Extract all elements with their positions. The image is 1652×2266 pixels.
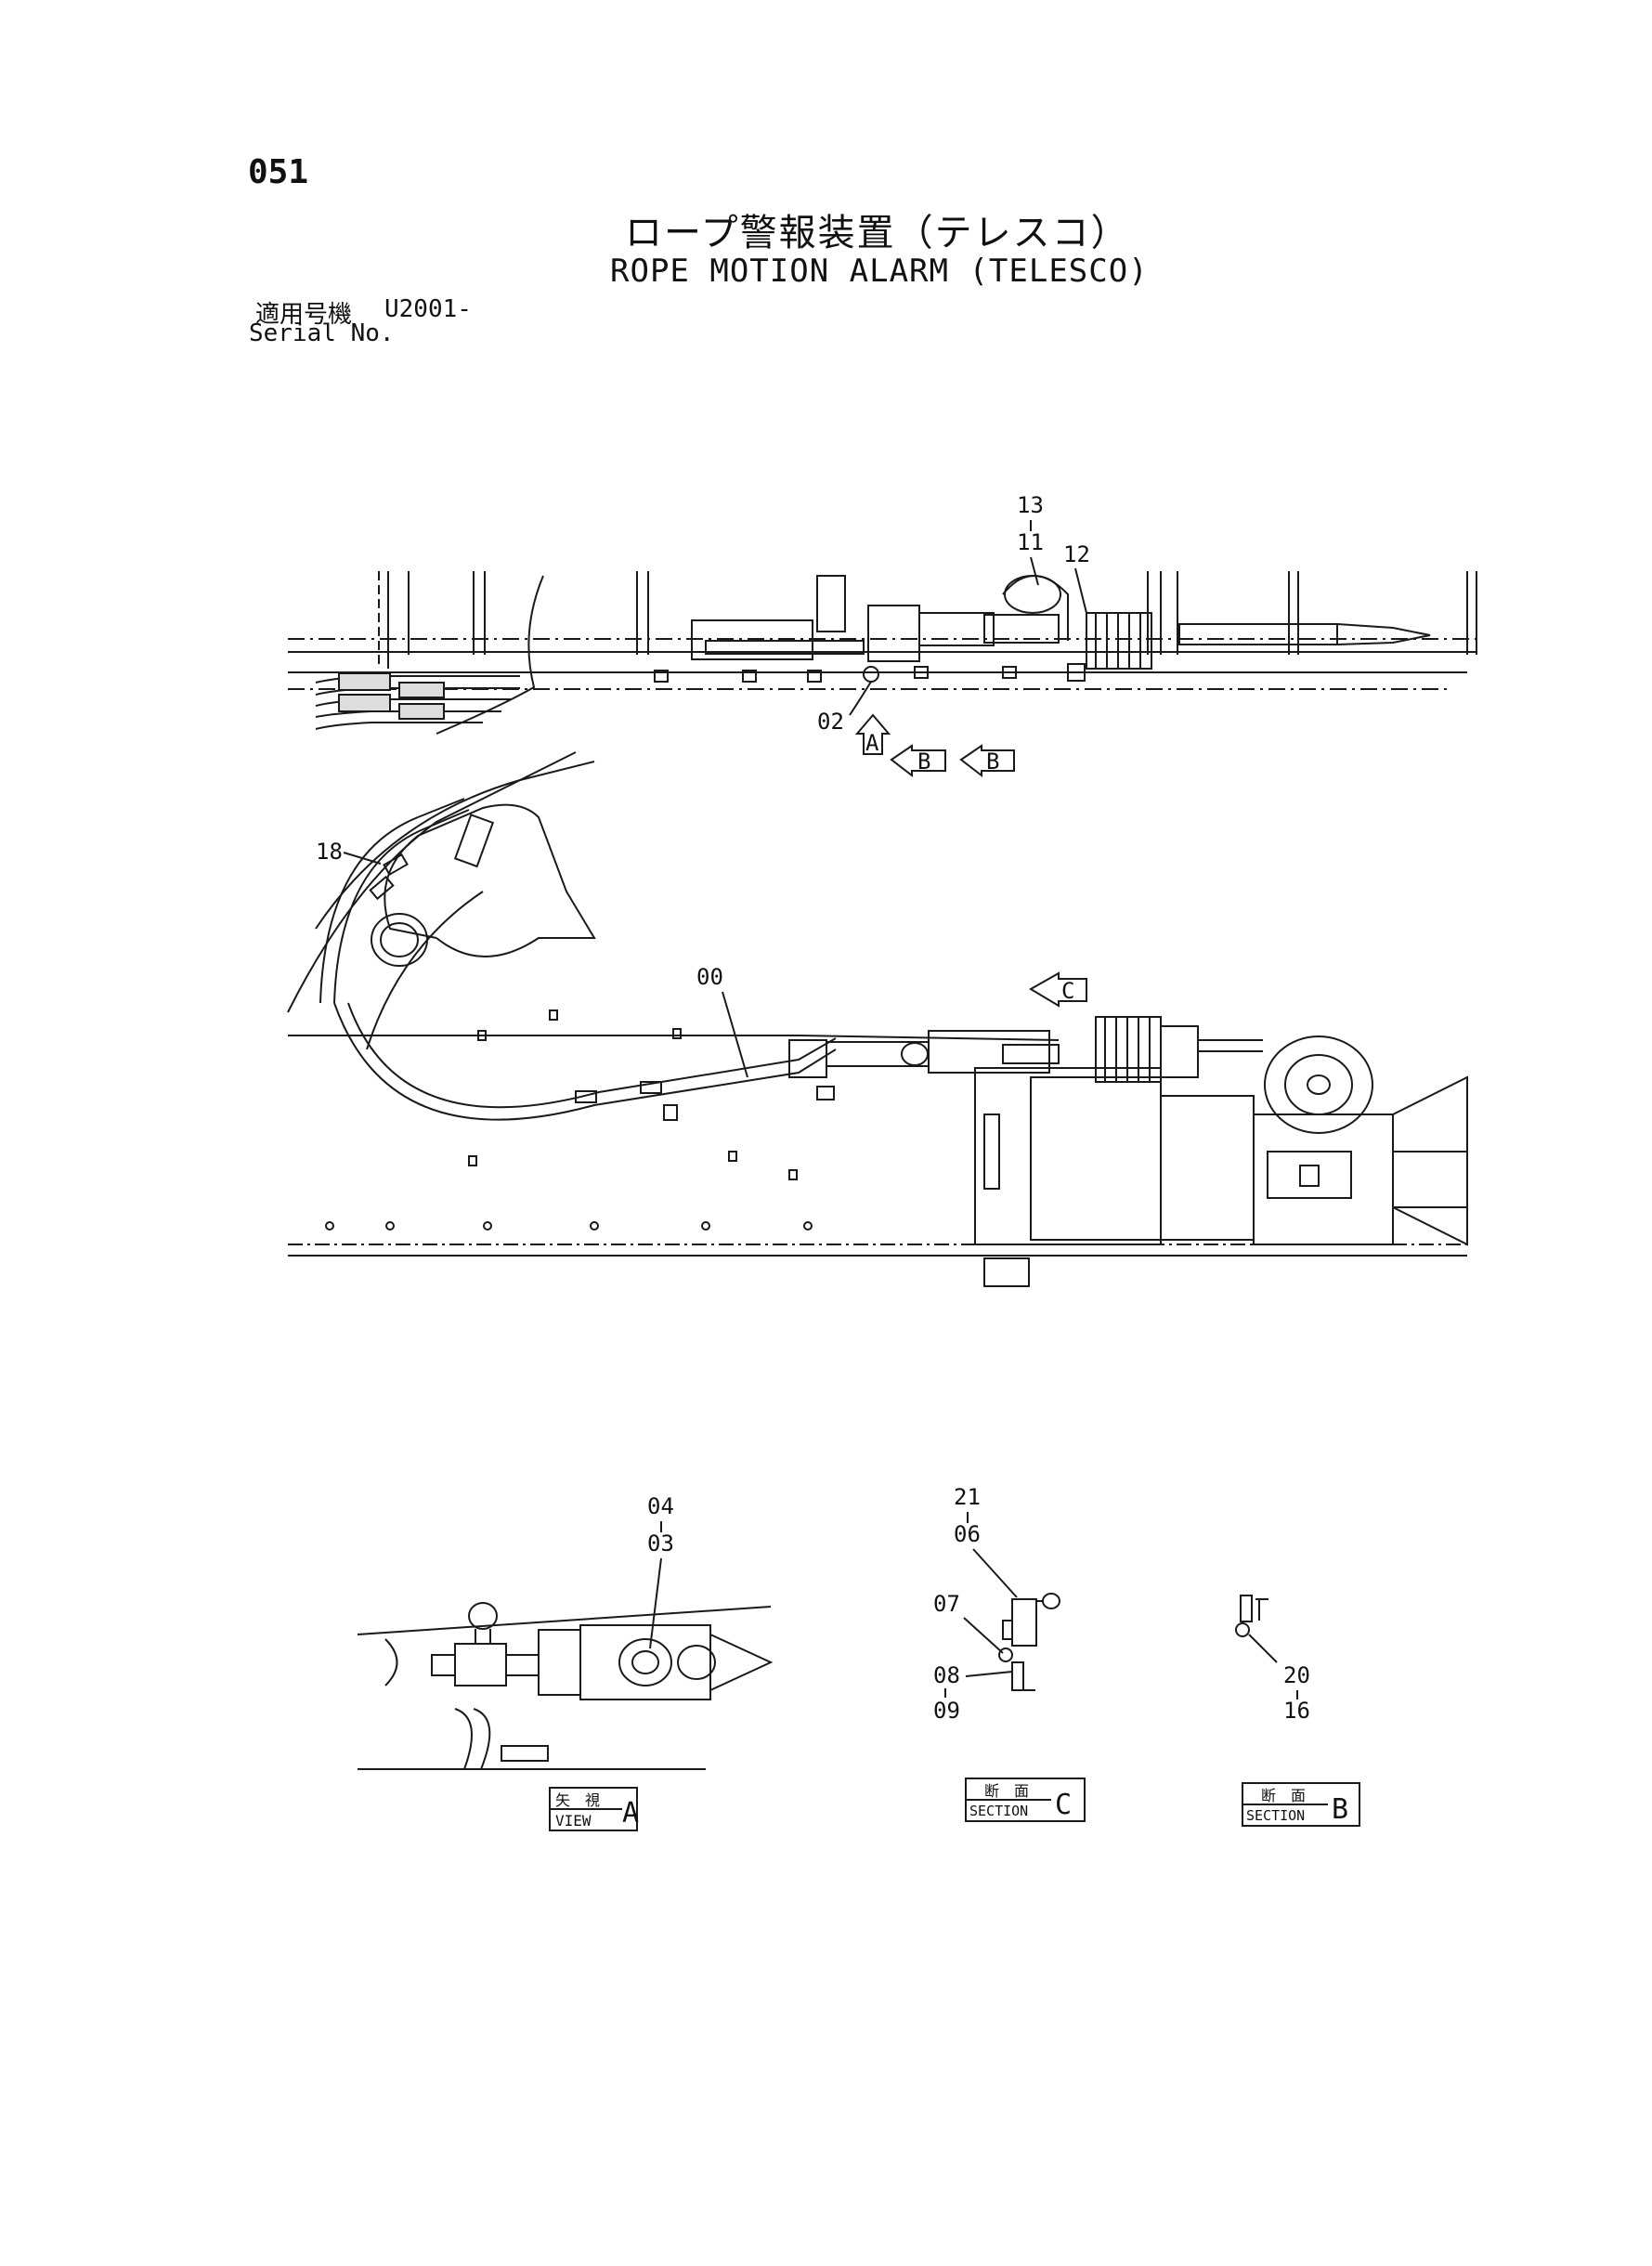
callout-21: 21: [954, 1484, 981, 1510]
serial-label-english: Serial No.: [249, 319, 395, 347]
callout-11: 11: [1017, 529, 1044, 555]
title-english: ROPE MOTION ALARM (TELESCO): [610, 253, 1149, 290]
middle-boom-view: [287, 751, 1468, 1287]
callout-09: 09: [933, 1698, 960, 1724]
section-b-letter: B: [1332, 1793, 1348, 1826]
marker-a: A: [865, 730, 879, 756]
callout-02: 02: [817, 709, 844, 735]
callout-06: 06: [954, 1521, 981, 1547]
section-c-label-en: SECTION: [969, 1803, 1028, 1819]
bellows-top: [1086, 612, 1152, 670]
callout-04: 04: [647, 1493, 674, 1519]
callout-16: 16: [1283, 1698, 1310, 1724]
title-japanese: ロープ警報装置（テレスコ）: [625, 212, 1130, 254]
section-b-callouts: 20 16 断 面 SECTION B: [1242, 1662, 1360, 1827]
marker-b-1: B: [917, 749, 930, 775]
page-number: 051: [248, 153, 309, 191]
section-c-callouts: 21 06 07 08 09 断 面 SECTION C: [933, 1484, 1086, 1822]
callout-00: 00: [696, 964, 723, 990]
serial-label-japanese: 適用号機: [255, 301, 353, 329]
callout-20: 20: [1283, 1662, 1310, 1688]
section-b-label-jp: 断 面: [1261, 1787, 1306, 1804]
view-a-callouts: 04 03 矢 視 VIEW A: [549, 1493, 674, 1831]
view-a-label-jp: 矢 視: [555, 1791, 600, 1809]
callout-07: 07: [933, 1591, 960, 1617]
section-c-detail: [998, 1593, 1060, 1691]
callout-08: 08: [933, 1662, 960, 1688]
callout-03: 03: [647, 1530, 674, 1556]
section-c-letter: C: [1055, 1789, 1072, 1821]
callout-13: 13: [1017, 492, 1044, 518]
serial-value: U2001-: [384, 295, 472, 323]
marker-b-2: B: [986, 749, 999, 775]
section-b-detail: [1235, 1595, 1278, 1663]
bellows-middle: [1095, 1016, 1162, 1083]
callout-18: 18: [316, 839, 343, 865]
view-a-label-en: VIEW: [555, 1812, 592, 1830]
top-view-callouts: 13 11 12 02 A B B: [817, 492, 1090, 778]
top-boom-view: [288, 571, 1477, 735]
section-b-label-en: SECTION: [1246, 1807, 1305, 1824]
view-a-detail: [357, 1602, 774, 1770]
view-a-letter: A: [622, 1797, 639, 1830]
middle-view-callouts: 18 00 C: [316, 839, 1087, 1078]
callout-12: 12: [1063, 541, 1090, 567]
section-c-label-jp: 断 面: [984, 1782, 1029, 1800]
marker-c: C: [1061, 978, 1074, 1004]
